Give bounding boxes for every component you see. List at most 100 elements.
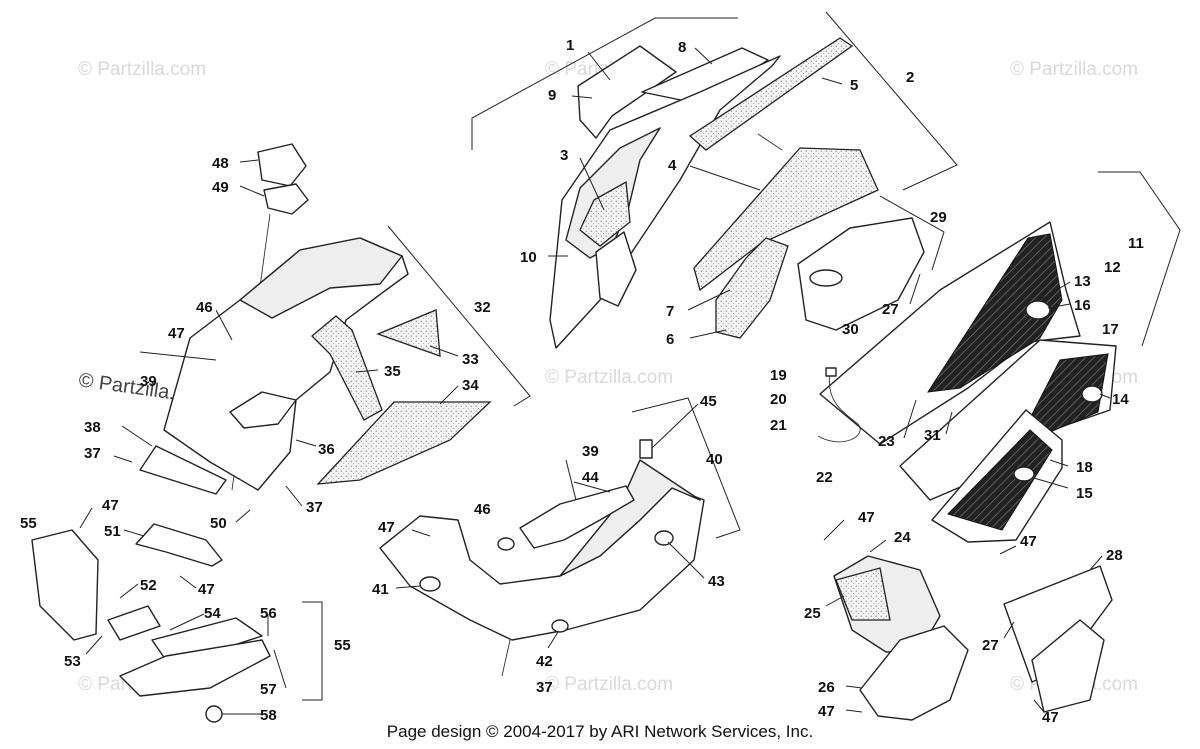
callout-9: 9 [548, 87, 556, 104]
hood-assembly [471, 11, 958, 349]
leader-13 [1039, 281, 1071, 301]
vent-30 [809, 269, 843, 287]
callout-46: 46 [196, 299, 213, 316]
panel-28-base [1031, 619, 1105, 713]
callout-26: 26 [818, 679, 835, 696]
callout-39: 39 [140, 373, 157, 390]
bracket-29 [879, 195, 945, 271]
foam-strip-5 [688, 37, 854, 151]
watermark: © Partzilla.com [1010, 59, 1138, 80]
grommet-13 [1025, 300, 1051, 320]
dash-opening [229, 391, 297, 429]
leader-8 [694, 47, 713, 65]
leader-45 [651, 403, 699, 449]
leader-31 [945, 411, 953, 435]
leader-6 [689, 329, 727, 339]
panel-3-lower [595, 231, 637, 307]
leader-33 [429, 345, 459, 357]
callout-35: 35 [384, 363, 401, 380]
callout-6: 6 [666, 331, 674, 348]
belly-pan-42 [379, 487, 705, 641]
callout-57: 57 [260, 681, 277, 698]
trim-55 [31, 529, 99, 641]
shroud-26 [859, 625, 969, 721]
foam-block-4 [693, 147, 879, 292]
leader-53 [85, 635, 103, 655]
bracket-40 [631, 397, 741, 539]
callout-10: 10 [520, 249, 537, 266]
leader-37b [113, 455, 133, 463]
leader-47d [79, 507, 93, 529]
leader-39b [565, 459, 577, 501]
callout-12: 12 [1104, 259, 1121, 276]
callout-24: 24 [894, 529, 911, 546]
grommet-14 [1081, 385, 1103, 403]
callout-41: 41 [372, 581, 389, 598]
callout-29: 29 [930, 209, 947, 226]
leader-16 [1047, 303, 1071, 309]
gasket-49 [263, 183, 309, 215]
side-panel-assembly [797, 171, 1181, 543]
leader-41 [395, 585, 421, 589]
leader-47c [411, 529, 431, 537]
leader-27c [1003, 621, 1015, 639]
callout-50: 50 [210, 515, 227, 532]
callout-32: 32 [474, 299, 491, 316]
foam-34 [316, 401, 492, 485]
callout-11: 11 [1128, 235, 1144, 252]
screw-37 [501, 639, 511, 677]
callout-47: 47 [1042, 709, 1059, 726]
belly-pan-assembly [379, 397, 741, 677]
bracket-2 [825, 11, 958, 191]
leader-47a [139, 351, 217, 361]
callout-46: 46 [474, 501, 491, 518]
leader-9 [571, 95, 593, 99]
leader-36 [295, 439, 317, 447]
callout-27: 27 [982, 637, 999, 654]
callout-39: 39 [582, 443, 599, 460]
callout-52: 52 [140, 577, 157, 594]
page-footer: Page design © 2004-2017 by ARI Network S… [386, 722, 814, 741]
callout-13: 13 [1074, 273, 1091, 290]
leader-57 [273, 649, 287, 689]
graphic-18 [947, 429, 1053, 531]
connector-19 [825, 367, 837, 377]
trim-38 [139, 445, 227, 495]
leader-3 [579, 157, 605, 211]
leader-26 [845, 685, 863, 689]
callout-44: 44 [582, 469, 599, 486]
trim-44 [519, 485, 635, 549]
callout-14: 14 [1112, 391, 1129, 408]
grommet-15 [1013, 466, 1035, 482]
foam-35 [311, 315, 383, 421]
callout-16: 16 [1074, 297, 1091, 314]
callout-48: 48 [212, 155, 229, 172]
bracket-32 [387, 225, 531, 407]
callout-23: 23 [878, 433, 895, 450]
callout-22: 22 [816, 469, 833, 486]
callout-27: 27 [882, 301, 899, 318]
leader-47e [179, 575, 197, 589]
callout-37: 37 [84, 445, 101, 462]
leader-28 [1089, 555, 1103, 571]
callout-47: 47 [102, 497, 119, 514]
callout-28: 28 [1106, 547, 1123, 564]
callout-15: 15 [1076, 485, 1093, 502]
callout-1: 1 [566, 37, 574, 54]
callout-55: 55 [334, 637, 351, 654]
leader-27a [909, 273, 921, 305]
leader-37a [285, 485, 303, 507]
callout-38: 38 [84, 419, 101, 436]
callout-47: 47 [168, 325, 185, 342]
callout-47: 47 [198, 581, 215, 598]
watermark: © Partzilla.com [545, 674, 673, 695]
foam-33 [376, 309, 441, 357]
callout-37: 37 [306, 499, 323, 516]
clip-45 [639, 439, 653, 459]
callout-47: 47 [1020, 533, 1037, 550]
leader-47g [845, 709, 863, 713]
callout-47: 47 [818, 703, 835, 720]
callout-51: 51 [104, 523, 121, 540]
gasket-48 [257, 143, 307, 187]
pad-25 [835, 567, 891, 621]
